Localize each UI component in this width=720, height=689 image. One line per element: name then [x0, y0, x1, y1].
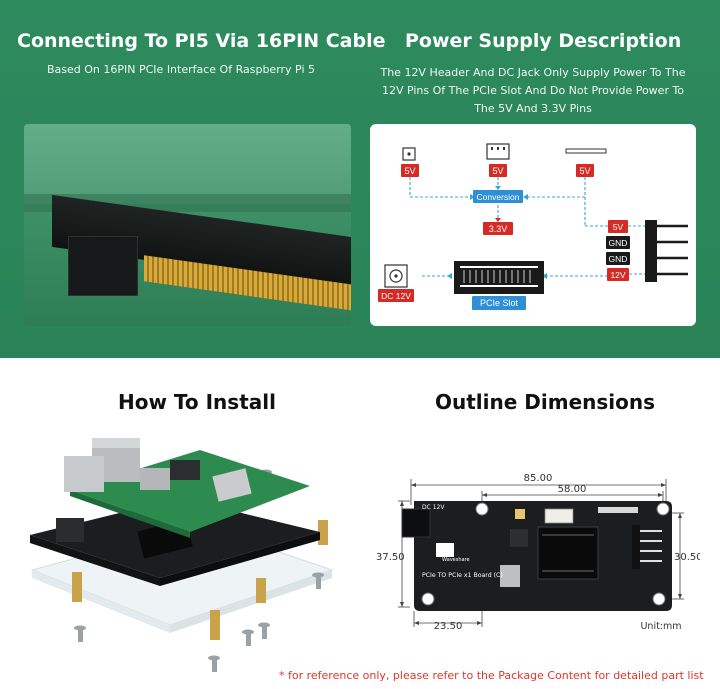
board-brand: Waveshare: [442, 557, 470, 563]
power-description-line-1: The 12V Header And DC Jack Only Supply P…: [380, 66, 686, 79]
label-5v-a: 5V: [404, 166, 415, 176]
power-title: Power Supply Description: [405, 30, 682, 52]
label-5v-b: 5V: [492, 166, 503, 176]
board-name: PCIe TO PCIe x1 Board (C): [422, 572, 503, 579]
pin-label-gnd-2: GND: [609, 254, 628, 264]
install-title: How To Install: [118, 390, 276, 414]
label-dc-12v: DC 12V: [381, 291, 411, 301]
dim-unit: Unit:mm: [640, 621, 681, 632]
pin-label-12v: 12V: [610, 270, 625, 280]
pcie-slot-icon: [454, 261, 544, 294]
reference-footnote: * for reference only, please refer to th…: [279, 669, 704, 682]
jst-connector-icon: [486, 143, 510, 160]
dim-height-left: 37.50: [376, 552, 405, 563]
label-5v-c: 5V: [579, 166, 590, 176]
dimensions-title: Outline Dimensions: [435, 390, 656, 414]
connect-subtitle: Based On 16PIN PCIe Interface Of Raspber…: [47, 63, 315, 76]
power-description: The 12V Header And DC Jack Only Supply P…: [372, 64, 694, 118]
pin-header-icon: [402, 147, 416, 161]
dim-height-right: 30.50: [674, 552, 700, 563]
power-description-line-2: 12V Pins Of The PCIe Slot And Do Not Pro…: [381, 84, 685, 97]
pin-label-5v: 5V: [613, 222, 624, 232]
fpc-connector-icon: [565, 148, 607, 154]
dim-width-total: 85.00: [524, 473, 553, 484]
dim-width-inner: 58.00: [558, 484, 587, 495]
board-dc-label: DC 12V: [422, 504, 445, 511]
power-description-line-3: The 5V And 3.3V Pins: [474, 102, 592, 115]
label-3v3: 3.3V: [489, 224, 508, 234]
connect-title: Connecting To PI5 Via 16PIN Cable: [17, 30, 386, 52]
pcie-connection-photo: [24, 124, 351, 326]
pin-label-gnd-1: GND: [609, 238, 628, 248]
label-conversion: Conversion: [477, 192, 520, 202]
four-pin-header-icon: [645, 220, 657, 282]
outline-dimension-drawing: 85.00 58.00 37.50 30.50 23.50 Unit:mm DC…: [376, 473, 700, 632]
install-illustration: [30, 438, 334, 672]
dim-offset-bottom: 23.50: [434, 621, 463, 632]
power-supply-diagram: 5V 5V 5V Conversion 3.3V PCIe Slot DC 12…: [370, 124, 696, 326]
label-pcie-slot: PCIe Slot: [480, 298, 519, 308]
